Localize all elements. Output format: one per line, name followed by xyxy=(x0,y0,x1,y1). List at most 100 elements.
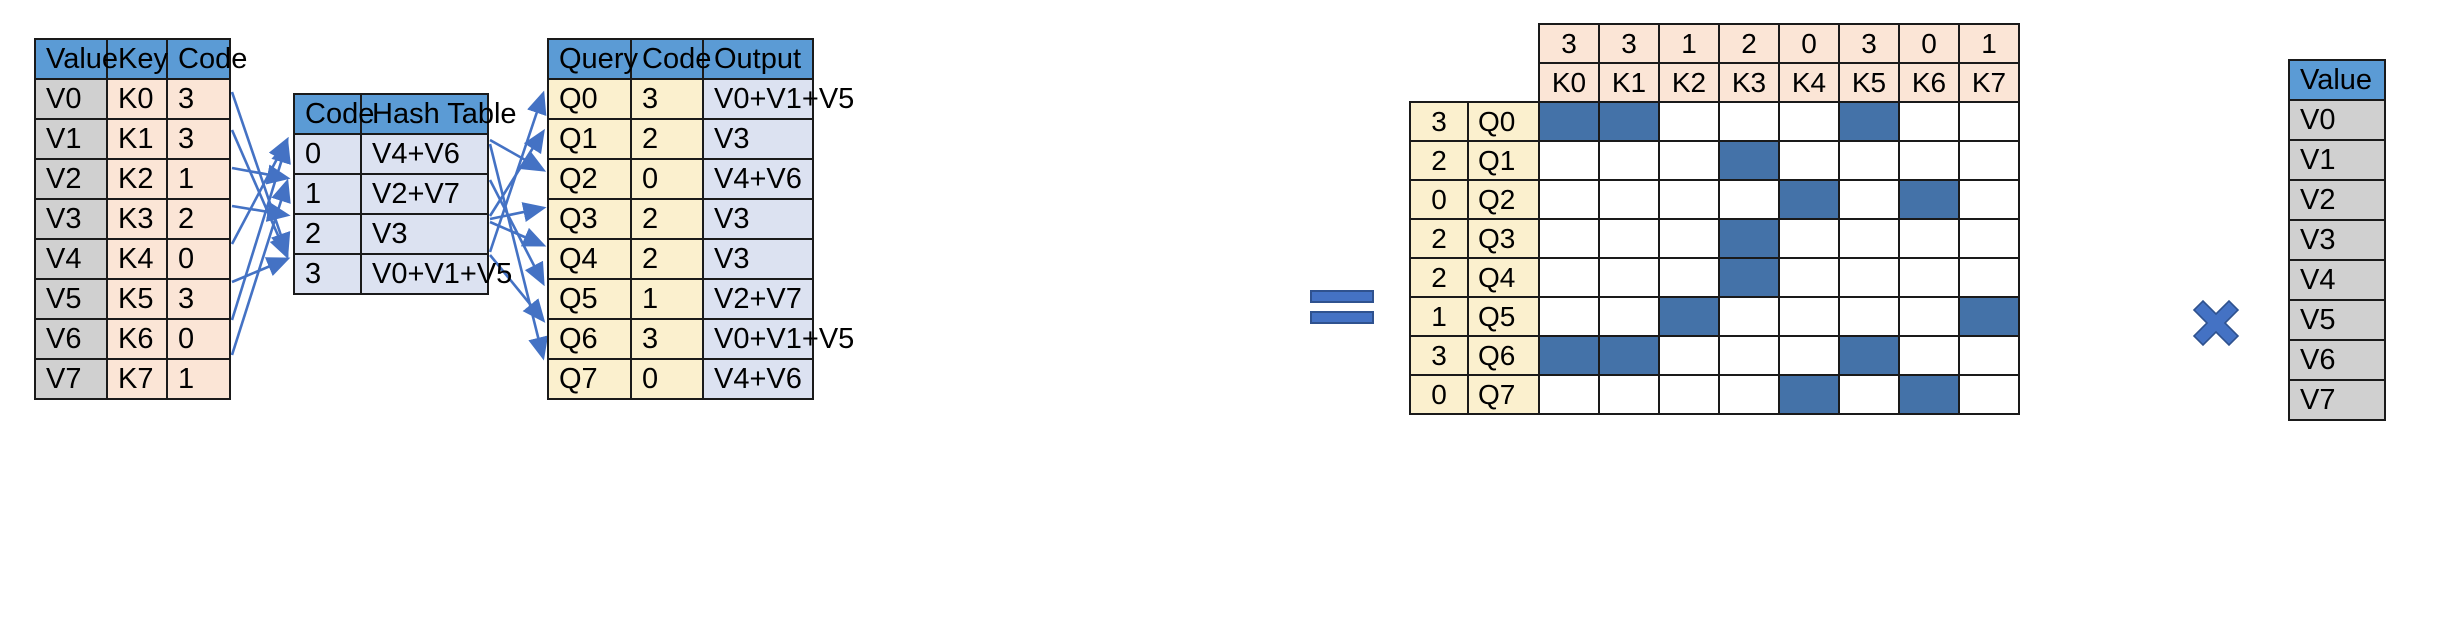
matrix-cell-6-6 xyxy=(1898,335,1960,376)
matrix-cell-4-0 xyxy=(1538,257,1600,298)
kv-code-5: 3 xyxy=(166,278,231,320)
table-row: 2 V3 xyxy=(293,213,489,255)
matrix-cell-5-5 xyxy=(1838,296,1900,337)
table-row: Q6 3 V0+V1+V5 xyxy=(547,318,854,360)
matrix-row-code-3: 2 xyxy=(1409,218,1469,259)
matrix-cell-6-5 xyxy=(1838,335,1900,376)
matrix-cell-7-4 xyxy=(1778,374,1840,415)
query-table: Query Code Output Q0 3 V0+V1+V5 Q1 2 V3 … xyxy=(547,38,854,400)
query-header-query: Query xyxy=(547,38,638,80)
table-row: Q1 2 V3 xyxy=(547,118,814,160)
matrix-cell-3-7 xyxy=(1958,218,2020,259)
table-row: V4 K4 0 xyxy=(34,238,231,280)
value-vector-cell-6: V6 xyxy=(2288,339,2386,381)
table-header-row: Query Code Output xyxy=(547,38,814,80)
matrix-cell-3-1 xyxy=(1598,218,1660,259)
kv-code-4: 0 xyxy=(166,238,231,280)
matrix-cell-3-5 xyxy=(1838,218,1900,259)
table-row: V7 xyxy=(2288,379,2386,421)
matrix-cell-2-3 xyxy=(1718,179,1780,220)
matrix-cell-1-3 xyxy=(1718,140,1780,181)
arrows-hash-to-query xyxy=(488,90,549,361)
table-row: V6 xyxy=(2288,339,2386,381)
matrix-col-code-1: 3 xyxy=(1598,23,1660,64)
matrix-cell-4-4 xyxy=(1778,257,1840,298)
table-row: Q7 0 V4+V6 xyxy=(547,358,814,400)
matrix-cell-7-7 xyxy=(1958,374,2020,415)
kv-code-0: 3 xyxy=(166,78,231,120)
matrix-row-code-2: 0 xyxy=(1409,179,1469,220)
matrix-cell-6-1 xyxy=(1598,335,1660,376)
matrix-cell-0-7 xyxy=(1958,101,2020,142)
matrix-col-label-4: K4 xyxy=(1778,62,1840,103)
kv-value-1: V1 xyxy=(34,118,108,160)
matrix-col-code-row: 3 3 1 2 0 3 0 1 xyxy=(1410,23,2020,64)
kv-key-7: K7 xyxy=(106,358,168,400)
table-row: Q3 2 V3 xyxy=(547,198,814,240)
hash-table: Code Hash Table 0 V4+V6 1 V2+V7 2 V3 3 V… xyxy=(293,93,517,295)
query-output-3: V3 xyxy=(702,198,814,240)
table-row: V7 K7 1 xyxy=(34,358,231,400)
table-row: 3 V0+V1+V5 xyxy=(293,253,512,295)
arrows-kv-to-hash xyxy=(230,91,291,356)
matrix-cell-7-1 xyxy=(1598,374,1660,415)
equals-bar-bottom xyxy=(1310,311,1374,324)
matrix-row-code-7: 0 xyxy=(1409,374,1469,415)
matrix-cell-4-2 xyxy=(1658,257,1720,298)
kv-value-5: V5 xyxy=(34,278,108,320)
table-row: Q5 1 V2+V7 xyxy=(547,278,814,320)
matrix-cell-3-2 xyxy=(1658,218,1720,259)
hash-code-3: 3 xyxy=(293,253,362,295)
hash-code-0: 0 xyxy=(293,133,362,175)
kv-value-4: V4 xyxy=(34,238,108,280)
kv-table: Value Key Code V0 K0 3 V1 K1 3 V2 K2 1 V… xyxy=(34,38,247,400)
query-code-7: 0 xyxy=(630,358,704,400)
table-row: 1 V2+V7 xyxy=(293,173,489,215)
matrix-col-label-3: K3 xyxy=(1718,62,1780,103)
matrix-row-code-6: 3 xyxy=(1409,335,1469,376)
kv-header-key: Key xyxy=(106,38,168,80)
matrix-col-code-4: 0 xyxy=(1778,23,1840,64)
matrix-cell-0-5 xyxy=(1838,101,1900,142)
attention-matrix: 3 3 1 2 0 3 0 1 K0 K1 K2 K3 K4 K5 K6 K7 xyxy=(1409,23,2020,415)
table-row: V2 K2 1 xyxy=(34,158,231,200)
kv-key-3: K3 xyxy=(106,198,168,240)
matrix-cell-1-7 xyxy=(1958,140,2020,181)
matrix-cell-4-3 xyxy=(1718,257,1780,298)
matrix-corner-spacer-d xyxy=(1468,63,1539,102)
matrix-row-code-4: 2 xyxy=(1409,257,1469,298)
matrix-row-code-1: 2 xyxy=(1409,140,1469,181)
matrix-col-label-1: K1 xyxy=(1598,62,1660,103)
query-output-7: V4+V6 xyxy=(702,358,814,400)
kv-header-code: Code xyxy=(166,38,247,80)
query-code-1: 2 xyxy=(630,118,704,160)
table-row: V2 xyxy=(2288,179,2386,221)
query-header-code: Code xyxy=(630,38,711,80)
hash-bucket-1: V2+V7 xyxy=(360,173,489,215)
query-q-1: Q1 xyxy=(547,118,632,160)
matrix-cell-6-2 xyxy=(1658,335,1720,376)
matrix-cell-0-6 xyxy=(1898,101,1960,142)
query-output-1: V3 xyxy=(702,118,814,160)
hash-header-code: Code xyxy=(293,93,374,135)
query-code-6: 3 xyxy=(630,318,704,360)
kv-code-3: 2 xyxy=(166,198,231,240)
kv-key-4: K4 xyxy=(106,238,168,280)
table-header-row: Value xyxy=(2288,59,2386,101)
equals-sign-icon xyxy=(1310,290,1374,328)
query-output-2: V4+V6 xyxy=(702,158,814,200)
kv-key-0: K0 xyxy=(106,78,168,120)
matrix-col-label-row: K0 K1 K2 K3 K4 K5 K6 K7 xyxy=(1410,62,2020,103)
kv-value-3: V3 xyxy=(34,198,108,240)
query-output-5: V2+V7 xyxy=(702,278,814,320)
matrix-cell-4-5 xyxy=(1838,257,1900,298)
query-code-0: 3 xyxy=(630,78,704,120)
matrix-cell-1-0 xyxy=(1538,140,1600,181)
matrix-cell-5-2 xyxy=(1658,296,1720,337)
